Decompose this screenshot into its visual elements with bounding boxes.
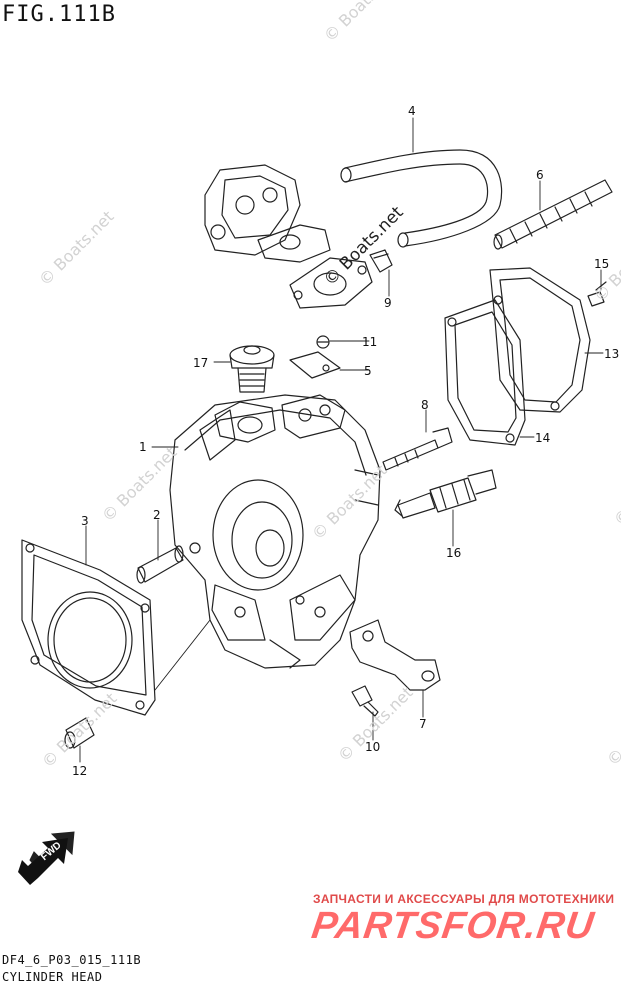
part-5-plate <box>289 351 341 379</box>
callout-14: 14 <box>535 431 551 445</box>
brand-tagline: ЗАПЧАСТИ И АКСЕССУАРЫ ДЛЯ МОТОТЕХНИКИ <box>313 892 615 906</box>
callout-16: 16 <box>446 546 462 560</box>
callout-8: 8 <box>421 398 429 412</box>
callout-4: 4 <box>408 104 416 118</box>
part-12-dowel <box>64 717 95 749</box>
part-14-gasket <box>444 299 526 446</box>
part-8-bolt <box>382 427 453 471</box>
leader-lines <box>79 117 604 763</box>
callout-11: 11 <box>362 335 378 349</box>
callout-3: 3 <box>81 514 89 528</box>
part-4-hose <box>340 149 503 248</box>
callout-1: 1 <box>139 440 147 454</box>
callout-6: 6 <box>536 168 544 182</box>
callout-12: 12 <box>72 764 88 778</box>
callout-2: 2 <box>153 508 161 522</box>
part-17-thermostat <box>229 345 275 393</box>
figure-name: CYLINDER HEAD <box>2 970 103 984</box>
part-3-gasket <box>21 539 156 716</box>
callout-10: 10 <box>365 740 381 754</box>
cover-gasket <box>289 257 373 309</box>
part-11-screw <box>316 335 330 349</box>
part-9-clip <box>369 249 393 273</box>
part-13-cover <box>489 267 591 413</box>
part-1-cylinder-head <box>169 394 381 669</box>
part-6-sleeve <box>493 179 613 250</box>
fwd-arrow-badge <box>18 831 75 885</box>
brand-logo: PARTSFOR.RU <box>309 905 597 947</box>
callout-15: 15 <box>594 257 610 271</box>
callout-9: 9 <box>384 296 392 310</box>
callout-17: 17 <box>193 356 209 370</box>
part-10-bolt <box>351 685 379 717</box>
part-16-spark-plug <box>394 469 497 519</box>
part-2-dowel <box>136 545 184 584</box>
callout-5: 5 <box>364 364 372 378</box>
callout-13: 13 <box>604 347 620 361</box>
figure-title: FIG.111B <box>2 2 116 27</box>
thermostat-cover <box>204 164 331 263</box>
part-7-bracket <box>349 619 441 691</box>
callout-7: 7 <box>419 717 427 731</box>
figure-code: DF4_6_P03_015_111B <box>2 953 142 967</box>
